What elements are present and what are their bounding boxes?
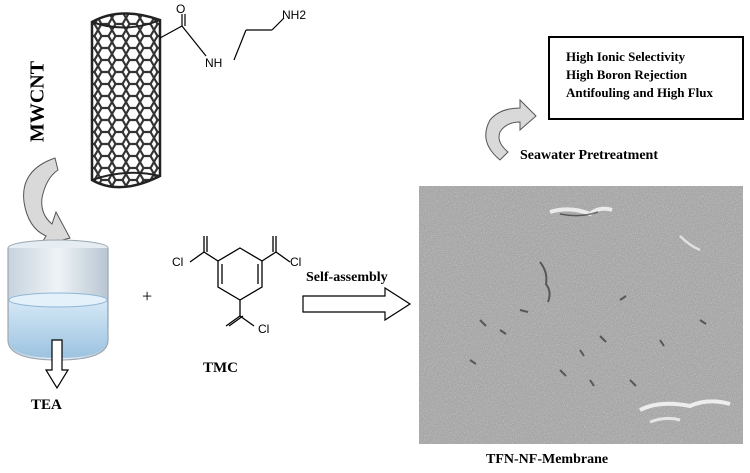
- properties-box: High Ionic Selectivity High Boron Reject…: [548, 36, 744, 120]
- self-assembly-label: Self-assembly: [306, 270, 388, 285]
- beaker-liquid: [9, 300, 107, 358]
- property-boron-rejection: High Boron Rejection: [566, 67, 688, 82]
- membrane-label: TFN-NF-Membrane: [486, 452, 609, 467]
- tmc-molecule: [189, 236, 291, 327]
- self-assembly-arrow: [302, 286, 412, 322]
- amine-nh2-label: NH2: [282, 8, 307, 22]
- carbonyl-oxygen-label: O: [176, 2, 186, 16]
- membrane-sem-image: [419, 186, 743, 444]
- property-antifouling-flux: Antifouling and High Flux: [566, 85, 714, 100]
- beaker: [7, 239, 109, 361]
- mwcnt-label: MWCNT: [26, 60, 49, 143]
- seawater-pretreatment-label: Seawater Pretreatment: [520, 148, 658, 163]
- tmc-cl-bottom: Cl: [258, 322, 270, 336]
- property-ionic-selectivity: High Ionic Selectivity: [566, 49, 686, 64]
- curved-arrow-to-properties: [485, 98, 537, 161]
- curved-arrow-to-beaker: [23, 157, 71, 247]
- plus-sign: +: [142, 286, 153, 306]
- tmc-label: TMC: [203, 360, 238, 376]
- tea-label: TEA: [31, 397, 62, 413]
- tmc-cl-left: Cl: [172, 255, 184, 269]
- tmc-cl-right: Cl: [290, 255, 302, 269]
- amide-linker-bonds: [159, 14, 285, 61]
- down-arrow-to-tea: [44, 339, 70, 390]
- mwcnt-nanotube: [90, 12, 162, 189]
- amide-nh-label: NH: [205, 56, 223, 70]
